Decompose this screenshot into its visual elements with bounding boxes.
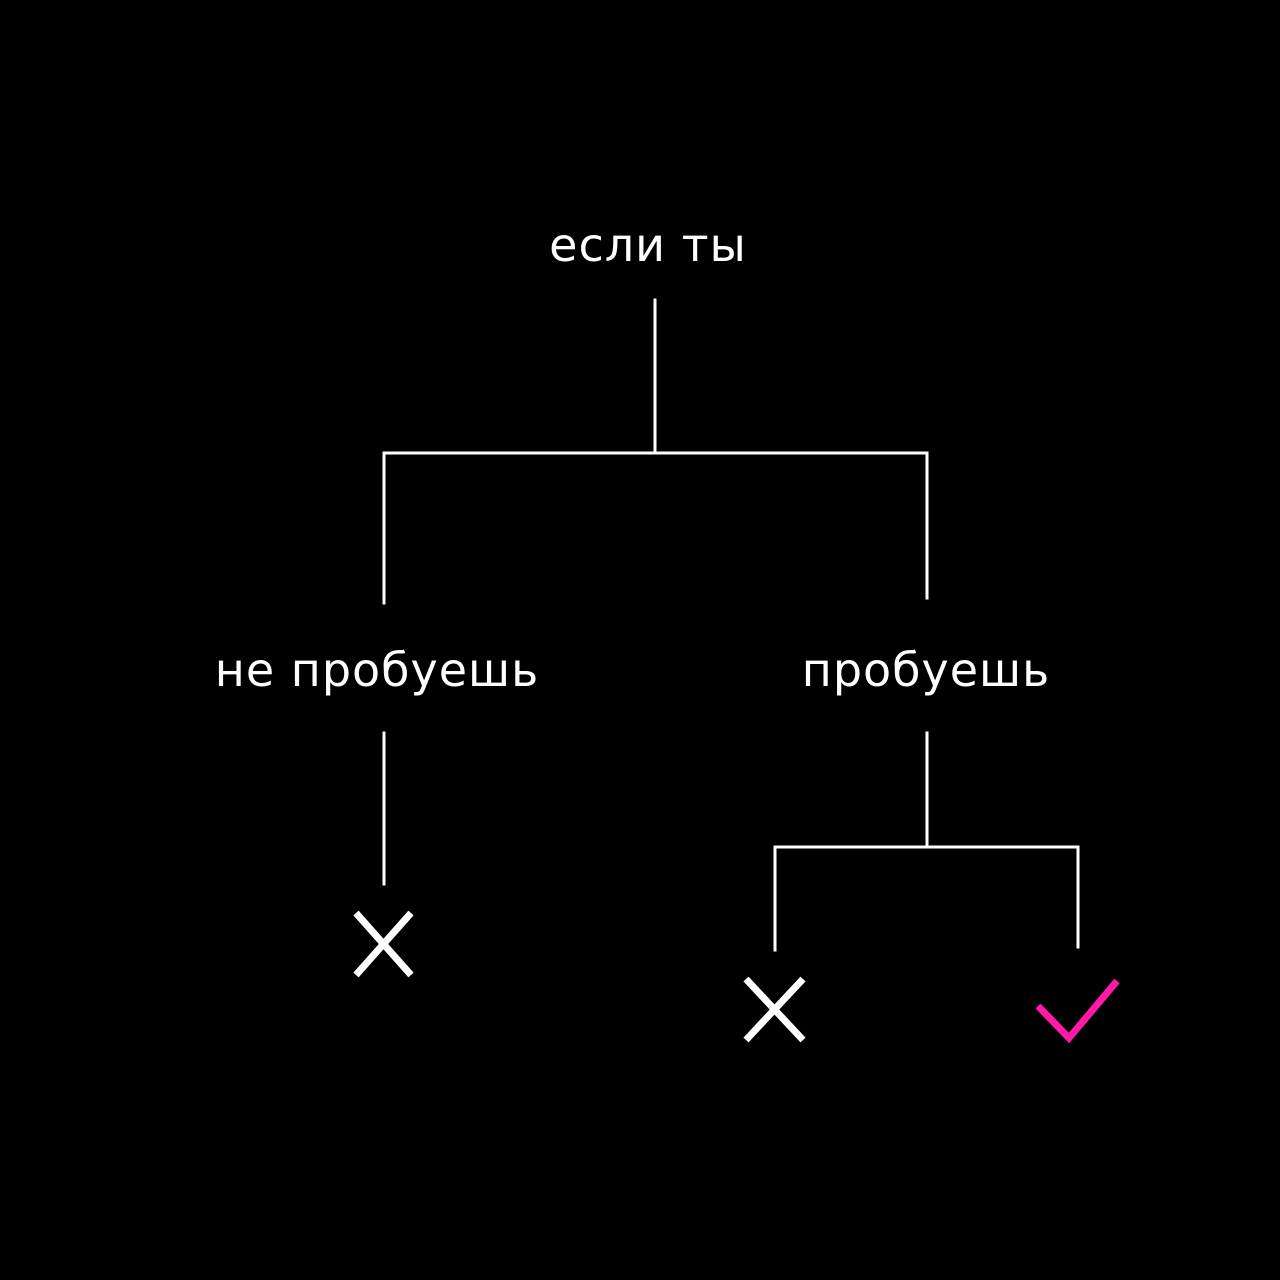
x-mark-icon [743, 976, 806, 1043]
root-label: если ты [549, 218, 747, 272]
x-mark-icon [353, 910, 414, 978]
check-mark-icon [1035, 978, 1120, 1044]
left-branch-label: не пробуешь [214, 643, 540, 697]
right-branch-label: пробуешь [801, 643, 1051, 697]
